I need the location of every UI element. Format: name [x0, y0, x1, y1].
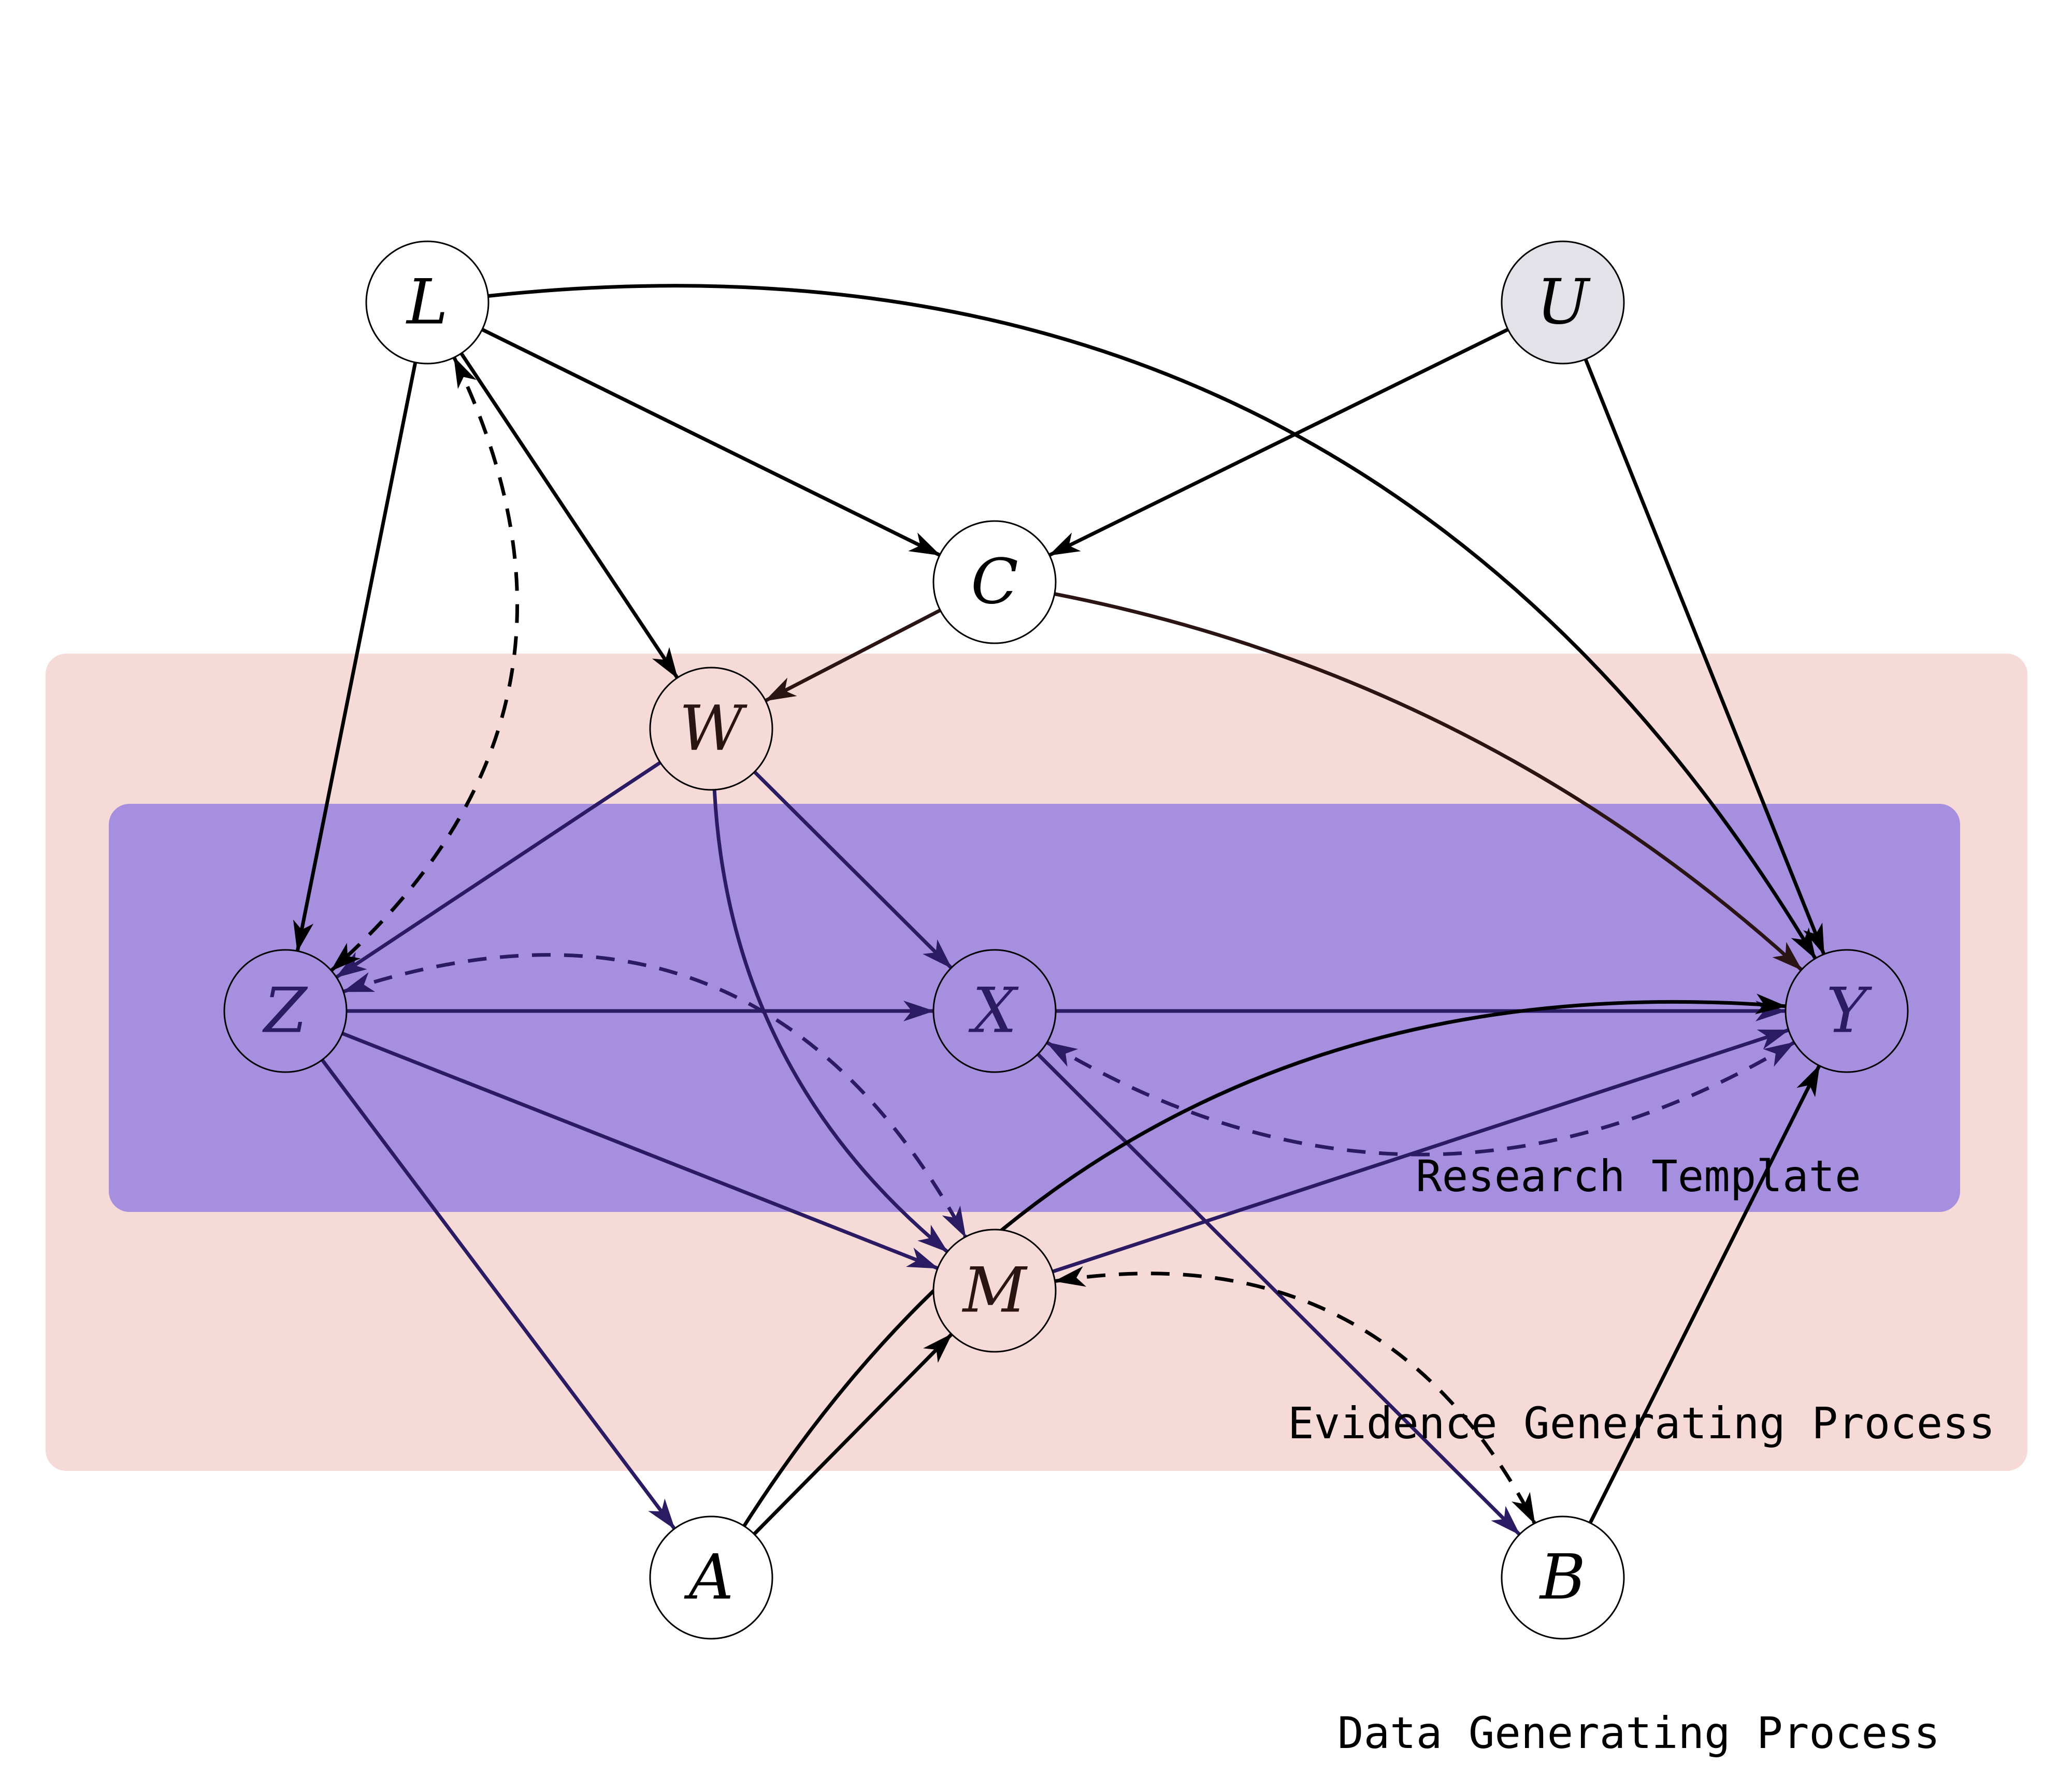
research-template-label: Research Template	[1416, 1151, 1861, 1202]
node-a: A	[649, 1515, 773, 1640]
node-m: M	[932, 1229, 1057, 1353]
edge-l-y	[487, 284, 1817, 960]
edge-w-x	[753, 770, 953, 970]
edge-l-c	[481, 328, 941, 557]
node-circle-y	[1785, 949, 1909, 1073]
node-l: L	[365, 240, 490, 365]
node-circle-a	[649, 1515, 773, 1640]
node-label-w: W	[679, 693, 747, 765]
node-circle-z	[223, 949, 348, 1073]
edge-c-y	[1054, 592, 1803, 972]
node-circle-u	[1501, 240, 1625, 365]
node-label-m: M	[962, 1255, 1028, 1327]
node-circle-c	[932, 520, 1057, 644]
node-label-z: Z	[262, 975, 308, 1047]
edge-a-y	[742, 993, 1787, 1527]
edge-c-w	[765, 609, 941, 702]
node-circle-l	[365, 240, 490, 365]
data-generating-process-label: Data Generating Process	[1337, 1708, 1940, 1758]
nodes: L U C W Z X Y M A B	[223, 240, 1909, 1640]
node-label-b: B	[1539, 1542, 1586, 1614]
node-u: U	[1501, 240, 1625, 365]
node-y: Y	[1785, 949, 1909, 1073]
node-circle-x	[932, 949, 1057, 1073]
evidence-generating-process-label: Evidence Generating Process	[1288, 1398, 1995, 1449]
node-w: W	[649, 667, 773, 791]
node-z: Z	[223, 949, 348, 1073]
node-circle-w	[649, 667, 773, 791]
edge-a-m	[753, 1333, 953, 1536]
node-label-l: L	[406, 267, 448, 339]
node-label-u: U	[1536, 267, 1591, 339]
node-label-c: C	[971, 546, 1018, 618]
node-b: B	[1501, 1515, 1625, 1640]
node-circle-m	[932, 1229, 1057, 1353]
node-circle-b	[1501, 1515, 1625, 1640]
edge-u-y	[1584, 358, 1826, 956]
bidirected-edge-x-y	[1046, 1041, 1795, 1157]
bidirected-edge-m-b	[1054, 1266, 1536, 1525]
bidirected-edge-l-z	[330, 356, 520, 972]
node-c: C	[932, 520, 1057, 644]
node-label-x: X	[968, 975, 1019, 1047]
node-label-y: Y	[1826, 975, 1872, 1047]
edge-u-c	[1048, 327, 1509, 557]
edge-b-y	[1588, 1064, 1821, 1524]
bidirected-edge-z-m	[342, 953, 967, 1238]
edges	[293, 284, 1826, 1536]
edge-l-w	[459, 352, 679, 679]
node-label-a: A	[684, 1542, 734, 1614]
node-x: X	[932, 949, 1057, 1073]
